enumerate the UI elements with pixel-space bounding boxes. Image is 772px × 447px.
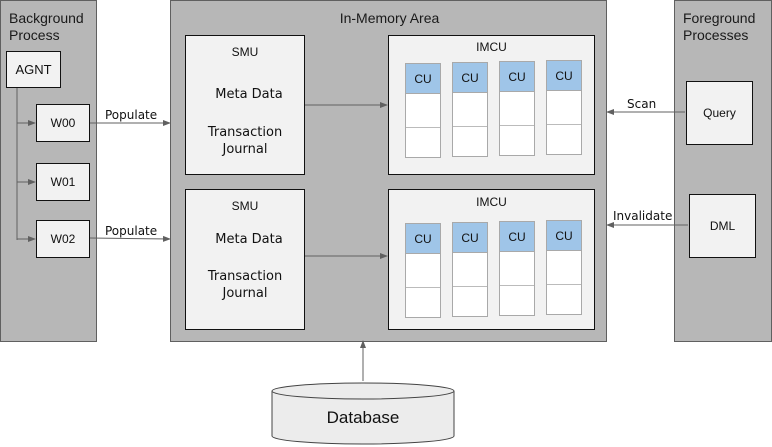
cu-column: CU <box>546 220 582 315</box>
database-top <box>271 382 455 400</box>
imcu-block-bottom: IMCU CU CU CU CU <box>388 189 595 330</box>
background-process-title-line1: Background <box>9 10 84 26</box>
foreground-processes-title: Foreground Processes <box>683 10 755 44</box>
database-label: Database <box>326 408 400 427</box>
agnt-box: AGNT <box>6 51 61 88</box>
cu-header: CU <box>453 63 487 93</box>
agnt-label: AGNT <box>15 62 52 77</box>
smu-label: SMU <box>231 45 259 59</box>
cu-column: CU <box>452 222 488 317</box>
cu-column: CU <box>452 62 488 157</box>
cu-segment <box>453 93 487 127</box>
arrow-populate-bottom <box>89 235 171 242</box>
cu-header: CU <box>547 61 581 91</box>
cu-segment <box>547 251 581 285</box>
imcu-label: IMCU <box>476 40 507 54</box>
smu-label: SMU <box>231 199 259 213</box>
cu-header: CU <box>406 64 440 94</box>
query-label: Query <box>703 106 736 120</box>
cu-header: CU <box>453 223 487 253</box>
smu-journal-line1: Transaction <box>207 125 283 140</box>
smu-journal-line1: Transaction <box>207 269 283 284</box>
cu-segment <box>500 252 534 286</box>
smu-meta-data: Meta Data <box>215 87 283 102</box>
imcu-block-top: IMCU CU CU CU CU <box>388 35 595 175</box>
worker-w02-box: W02 <box>36 220 90 258</box>
worker-w00-box: W00 <box>36 104 90 142</box>
smu-journal-line2: Journal <box>222 142 268 157</box>
edge-label-populate-bottom: Populate <box>105 224 158 238</box>
cu-segment <box>406 254 440 288</box>
worker-w00-label: W00 <box>50 116 76 130</box>
cu-segment <box>453 253 487 287</box>
smu-journal-line2: Journal <box>222 286 268 301</box>
cu-column: CU <box>405 63 441 158</box>
smu-transaction-journal: Transaction Journal <box>186 268 304 302</box>
smu-meta-data: Meta Data <box>215 232 283 247</box>
cu-segment <box>547 91 581 125</box>
smu-block-top: SMU Meta Data Transaction Journal <box>185 35 305 175</box>
in-memory-area-title: In-Memory Area <box>339 10 440 26</box>
cu-header: CU <box>406 224 440 254</box>
smu-block-bottom: SMU Meta Data Transaction Journal <box>185 189 305 330</box>
cu-header: CU <box>500 62 534 92</box>
cu-segment <box>406 94 440 128</box>
foreground-title-line2: Processes <box>683 27 749 43</box>
worker-w01-label: W01 <box>50 175 76 189</box>
database-cylinder <box>271 382 455 445</box>
cu-column: CU <box>546 60 582 155</box>
dml-label: DML <box>709 219 736 233</box>
edge-label-populate-top: Populate <box>105 108 158 122</box>
dml-box: DML <box>689 194 756 258</box>
query-box: Query <box>686 81 753 145</box>
cu-header: CU <box>547 221 581 251</box>
edge-label-scan: Scan <box>627 97 657 111</box>
worker-w01-box: W01 <box>36 163 90 201</box>
worker-w02-label: W02 <box>50 232 76 246</box>
edge-label-invalidate: Invalidate <box>613 209 673 223</box>
smu-transaction-journal: Transaction Journal <box>186 124 304 158</box>
database-body <box>271 391 455 445</box>
cu-segment <box>500 92 534 126</box>
cu-column: CU <box>499 61 535 156</box>
cu-header: CU <box>500 222 534 252</box>
background-process-title-line2: Process <box>9 27 60 43</box>
cu-column: CU <box>405 223 441 318</box>
background-process-title: Background Process <box>9 10 84 44</box>
foreground-title-line1: Foreground <box>683 10 756 26</box>
imcu-label: IMCU <box>476 195 507 209</box>
cu-column: CU <box>499 221 535 316</box>
